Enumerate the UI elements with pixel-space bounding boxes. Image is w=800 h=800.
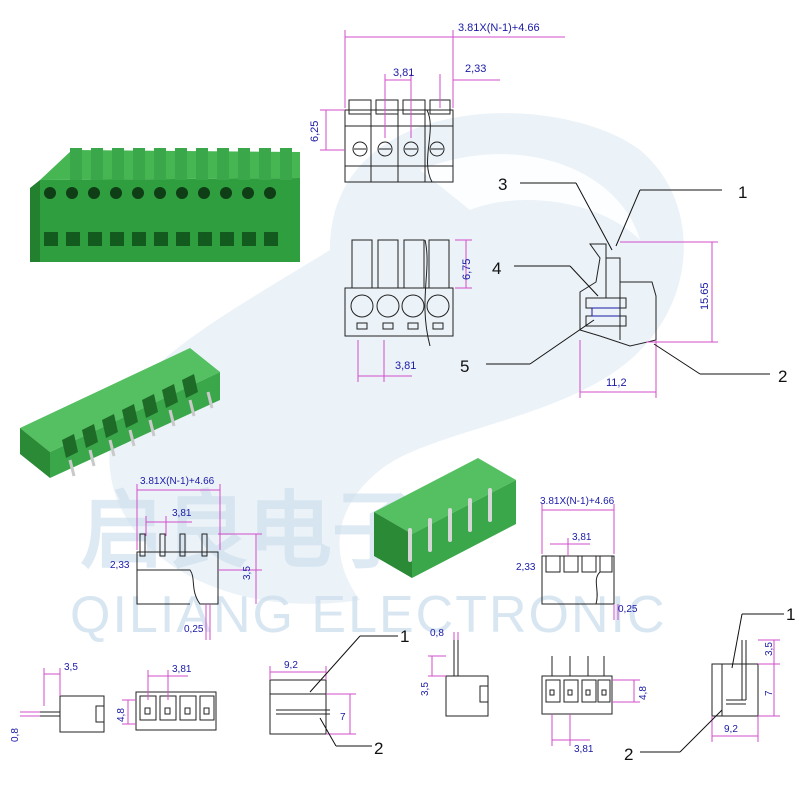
dim-pitch-bottom-1: 3,81 <box>172 664 192 675</box>
bottom-section-2-callouts <box>640 613 784 753</box>
callout-bottom-2r: 2 <box>624 745 633 764</box>
dim-clamp-height: 6,75 <box>461 259 473 280</box>
bottom-sideview-1-dims <box>20 668 61 717</box>
dim-side-depth: 11,2 <box>606 377 627 389</box>
dim-overall-width-right: 3.81X(N-1)+4.66 <box>540 496 615 507</box>
dim-depth-2: 9,2 <box>724 724 738 735</box>
header-right-dims <box>541 504 619 620</box>
dim-side-height: 15.65 <box>699 282 711 310</box>
plug-wire-slots <box>44 232 278 246</box>
callout-1: 1 <box>738 183 747 202</box>
callout-3: 3 <box>498 175 507 194</box>
top-plug-topview-dims <box>320 30 565 151</box>
callout-bottom-1r: 1 <box>786 605 795 624</box>
top-plug-frontview-dims <box>357 239 472 382</box>
dim-body-height-2: 4,8 <box>638 686 649 700</box>
header-left-dims <box>136 484 262 640</box>
dim-pitch-top: 3,81 <box>393 67 414 79</box>
bottom-sideview-2-dims <box>428 632 459 677</box>
top-plug-frontview <box>344 239 454 347</box>
dim-height-left: 3,5 <box>242 566 253 580</box>
dim-overall-width-top: 3.81X(N-1)+4.66 <box>458 22 540 34</box>
dim-body-height-1: 4,8 <box>116 708 127 722</box>
watermark-brand-en: QILIANG ELECTRONIC <box>70 586 667 644</box>
bottom-section-1-dims <box>269 666 356 735</box>
plug-pins <box>70 148 292 180</box>
side-section-callout-lines <box>486 182 770 375</box>
photo-header-large <box>20 348 220 478</box>
side-section-view <box>579 243 657 347</box>
header-left-drawing <box>136 533 219 605</box>
callout-bottom-1: 1 <box>400 627 409 646</box>
header-large-pins <box>68 391 214 477</box>
watermark-swirl-inner <box>420 154 640 240</box>
dim-overall-width-left: 3.81X(N-1)+4.66 <box>140 476 215 487</box>
dim-edge-right: 2,33 <box>516 562 536 573</box>
header-small-pins <box>408 488 492 562</box>
header-right-drawing <box>541 555 615 605</box>
watermark-swirl <box>109 113 684 604</box>
dim-edge-top: 2,33 <box>465 63 486 75</box>
bottom-frontview-2-dims <box>551 679 640 746</box>
dim-side-height-1: 7 <box>340 712 346 723</box>
dim-height-top: 6,25 <box>309 121 321 142</box>
dim-top-2: 3,5 <box>764 642 775 656</box>
callout-2: 2 <box>778 367 787 386</box>
dim-pin-left: 0,25 <box>184 624 204 635</box>
dim-pitch-left: 3,81 <box>172 508 192 519</box>
bottom-section-2 <box>711 640 759 717</box>
dim-pin-thickness-1: 0,8 <box>10 728 21 742</box>
side-section-dims <box>579 241 718 398</box>
dim-pin-length-1: 3,5 <box>64 662 78 673</box>
dim-pin-length-2: 3,5 <box>420 682 431 696</box>
dim-side-height-2: 7 <box>764 690 775 696</box>
plug-screw-holes <box>44 187 276 199</box>
callout-5: 5 <box>460 357 469 376</box>
dim-pitch-right: 3,81 <box>572 532 592 543</box>
photo-header-small <box>374 458 516 578</box>
bottom-frontview-2 <box>541 656 613 715</box>
callout-bottom-2: 2 <box>374 739 383 758</box>
bottom-sideview-1 <box>40 695 105 733</box>
dim-pin-width-2: 0,8 <box>430 628 444 639</box>
header-large-slots <box>62 374 198 458</box>
dim-depth-1: 9,2 <box>284 660 298 671</box>
watermark: 启良电子 QILIANG ELECTRONIC <box>70 113 684 644</box>
dim-pin-right: 0,25 <box>618 604 638 615</box>
dim-pitch-front: 3,81 <box>395 360 416 372</box>
bottom-frontview-1-dims <box>122 670 188 725</box>
callout-4: 4 <box>492 259 501 278</box>
dim-edge-left: 2,33 <box>110 560 130 571</box>
top-plug-topview <box>344 99 454 183</box>
bottom-section-1 <box>269 679 330 735</box>
bottom-sideview-2 <box>445 640 489 717</box>
bottom-section-1-callouts <box>309 635 398 747</box>
photo-plug-connector <box>30 148 300 262</box>
watermark-brand-cn: 启良电子 <box>80 484 416 578</box>
dim-pitch-bottom-2: 3,81 <box>574 744 594 755</box>
